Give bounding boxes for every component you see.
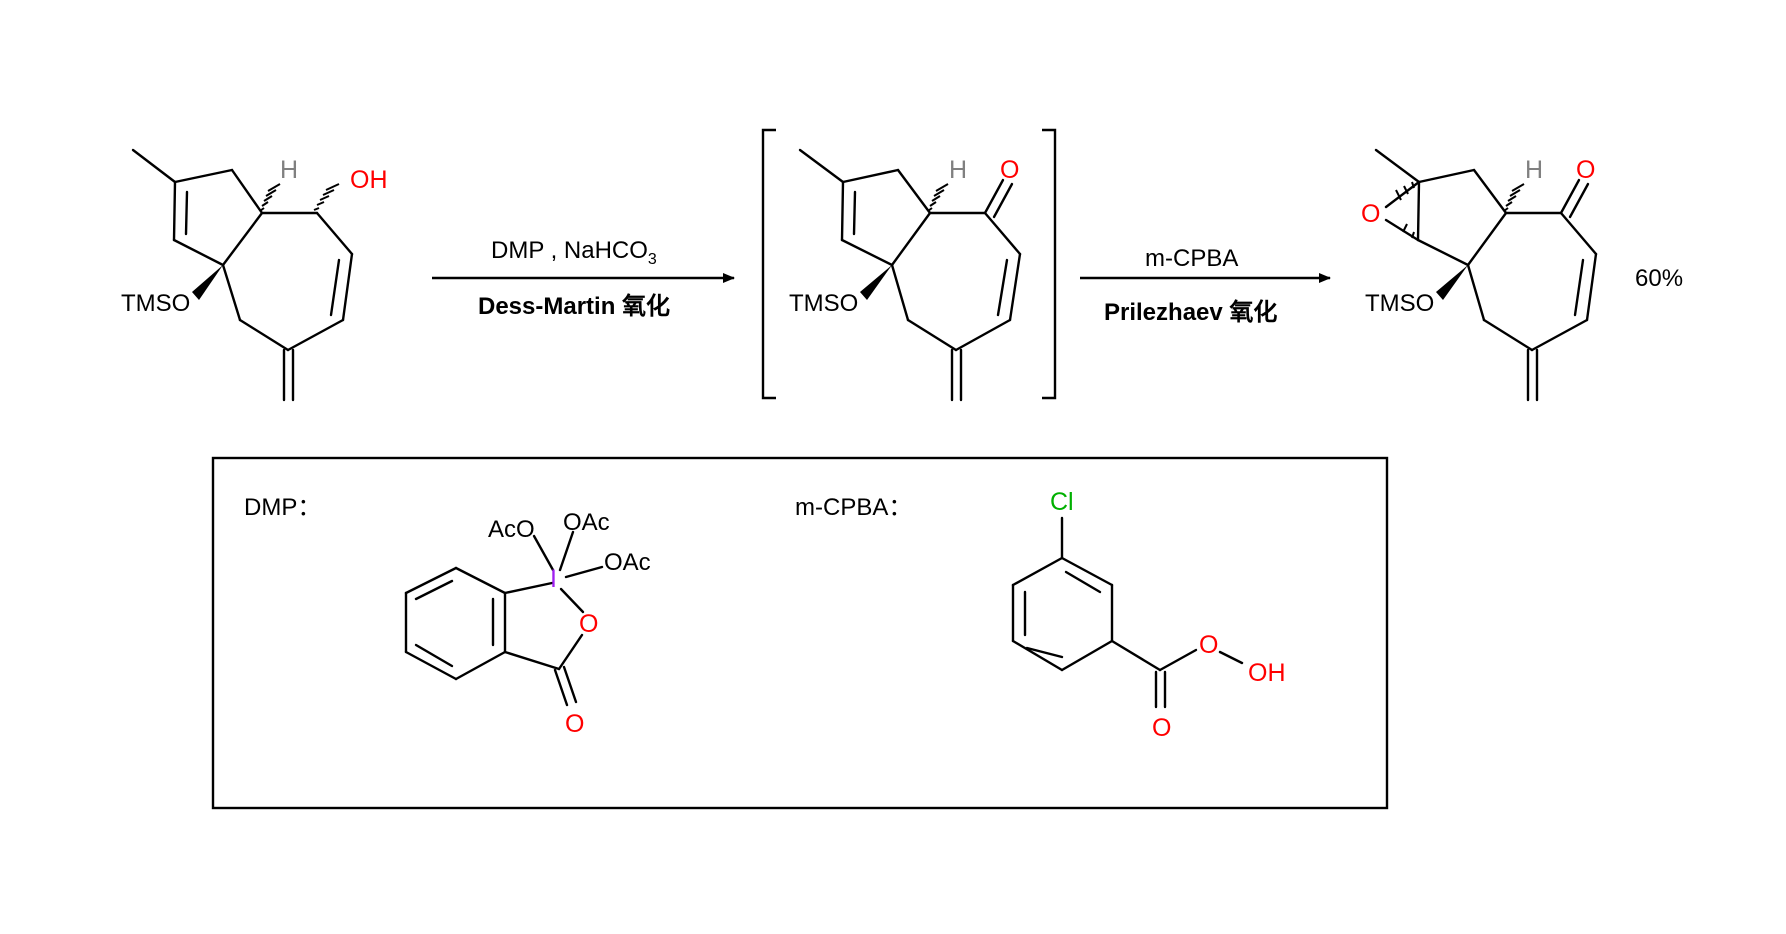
peroxy-oxygen-label: O: [1199, 631, 1218, 659]
hydrogen-label: H: [949, 156, 967, 184]
tmso-label: TMSO: [121, 290, 190, 317]
iodine-label: I: [550, 565, 557, 593]
step2-reagent: m-CPBA: [1145, 245, 1238, 272]
intermediate-ketone: H O TMSO: [761, 128, 1057, 402]
hashed-bond-h: [1503, 183, 1525, 212]
ketone-oxygen-label: O: [1576, 156, 1595, 184]
hydrogen-label: H: [280, 156, 298, 184]
dmp-label: DMP：: [244, 494, 321, 521]
mcpba-label: m-CPBA：: [795, 494, 912, 521]
hashed-bond-oh: [313, 183, 340, 211]
step2-name: Prilezhaev 氧化: [1104, 298, 1277, 326]
tmso-label: TMSO: [1365, 290, 1434, 317]
left-bracket: [761, 128, 776, 400]
oac-label-top: OAc: [563, 509, 610, 536]
hashed-bond-h: [927, 183, 949, 212]
step1-name: Dess-Martin 氧化: [478, 292, 670, 320]
hydroperoxy-oh-label: OH: [1248, 659, 1286, 687]
hydroxyl-label: OH: [350, 166, 388, 194]
ring-oxygen-label: O: [579, 610, 598, 638]
step1-reagent: DMP , NaHCO3: [491, 237, 657, 268]
hashed-bond-epoxide: [1395, 181, 1415, 201]
product-epoxide: O H O TMSO: [1361, 148, 1598, 402]
epoxide-oxygen-label: O: [1361, 200, 1380, 228]
dmp-structure: I O O AcO OAc OAc: [404, 509, 651, 738]
reagent-legend-box: [211, 456, 1389, 810]
right-bracket: [1042, 128, 1057, 400]
carbonyl-oxygen-label: O: [1152, 714, 1171, 742]
starting-material: H OH TMSO: [121, 148, 388, 402]
tmso-label: TMSO: [789, 290, 858, 317]
hashed-bond-epoxide-lower: [1402, 223, 1415, 239]
mcpba-structure: Cl O OH O: [1011, 488, 1286, 742]
yield-label: 60%: [1635, 265, 1683, 292]
oac-label-right: OAc: [604, 549, 651, 576]
hydrogen-label: H: [1525, 156, 1543, 184]
carbonyl-oxygen-label: O: [565, 710, 584, 738]
chlorine-label: Cl: [1050, 488, 1074, 516]
ketone-oxygen-label: O: [1000, 156, 1019, 184]
reaction-arrow-2: m-CPBA Prilezhaev 氧化: [1080, 245, 1331, 326]
hashed-bond-h: [259, 183, 281, 212]
reaction-arrow-1: DMP , NaHCO3 Dess-Martin 氧化: [432, 237, 735, 320]
aco-label: AcO: [488, 516, 535, 543]
